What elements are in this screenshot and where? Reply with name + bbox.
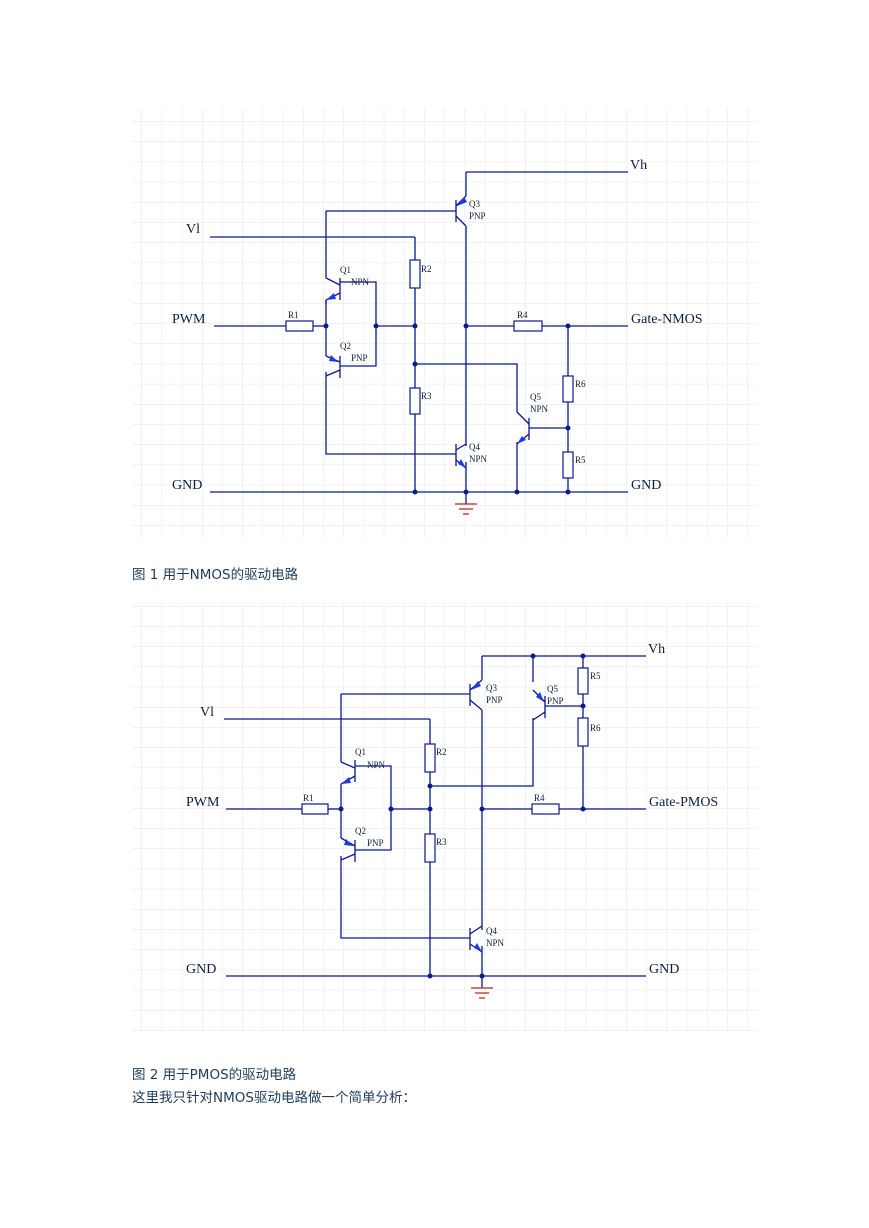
resistor-r2 bbox=[409, 259, 421, 289]
transistor-q2 bbox=[325, 355, 341, 378]
transistor-q3 bbox=[469, 679, 483, 711]
transistor-label-q5-name: Q5 bbox=[547, 684, 558, 694]
resistor-label-r5: R5 bbox=[575, 455, 586, 465]
resistor-r5 bbox=[577, 667, 589, 695]
resistor-r6 bbox=[562, 375, 574, 403]
transistor-label-q3-type: PNP bbox=[486, 695, 503, 705]
wires bbox=[224, 655, 646, 988]
figure-2-caption: 图 2 用于PMOS的驱动电路 bbox=[132, 1067, 297, 1083]
net-label-gnd-left: GND bbox=[172, 478, 202, 493]
transistor-label-q4-type: NPN bbox=[486, 938, 505, 948]
transistor-q2 bbox=[340, 837, 356, 862]
resistor-label-r1: R1 bbox=[303, 793, 314, 803]
transistor-label-q4-type: NPN bbox=[469, 454, 488, 464]
transistor-label-q1-type: NPN bbox=[367, 760, 386, 770]
resistor-label-r2: R2 bbox=[436, 747, 447, 757]
ground-symbol bbox=[455, 503, 477, 515]
resistor-r4 bbox=[531, 803, 560, 815]
transistor-label-q3-name: Q3 bbox=[469, 199, 480, 209]
transistor-label-q2-type: PNP bbox=[351, 353, 368, 363]
transistor-q5 bbox=[532, 689, 546, 721]
resistor-label-r3: R3 bbox=[436, 837, 447, 847]
figure-1-nmos-driver: Vh Vl PWM Gate-NMOS GND GND R1 R2 R3 R4 … bbox=[132, 108, 758, 538]
net-label-pwm: PWM bbox=[172, 312, 206, 327]
net-label-vl: Vl bbox=[186, 222, 200, 237]
transistor-q1 bbox=[325, 277, 341, 301]
net-label-vl: Vl bbox=[200, 705, 214, 720]
resistor-r1 bbox=[285, 320, 314, 332]
net-label-gnd-right: GND bbox=[649, 962, 679, 977]
transistor-label-q5-name: Q5 bbox=[530, 392, 541, 402]
resistor-label-r1: R1 bbox=[288, 310, 299, 320]
resistor-r1 bbox=[301, 803, 329, 815]
resistor-r3 bbox=[409, 387, 421, 415]
transistor-label-q2-type: PNP bbox=[367, 838, 384, 848]
transistor-label-q2-name: Q2 bbox=[340, 341, 351, 351]
resistor-r6 bbox=[577, 717, 589, 747]
resistor-label-r4: R4 bbox=[534, 793, 545, 803]
body-paragraph: 这里我只针对NMOS驱动电路做一个简单分析： bbox=[132, 1090, 416, 1106]
transistor-label-q1-name: Q1 bbox=[340, 265, 351, 275]
transistor-q5 bbox=[516, 411, 530, 445]
net-label-gnd-right: GND bbox=[631, 478, 661, 493]
transistor-label-q1-type: NPN bbox=[351, 277, 370, 287]
transistor-label-q2-name: Q2 bbox=[355, 826, 366, 836]
figure-2-pmos-driver: Vh Vl PWM Gate-PMOS GND GND R1 R2 R3 R4 … bbox=[132, 603, 758, 1033]
transistor-label-q1-name: Q1 bbox=[355, 747, 366, 757]
junction-dots bbox=[338, 653, 586, 979]
resistor-r3 bbox=[424, 833, 436, 863]
resistor-r5 bbox=[562, 451, 574, 479]
transistor-label-q4-name: Q4 bbox=[469, 442, 480, 452]
resistor-label-r5: R5 bbox=[590, 671, 601, 681]
resistor-label-r4: R4 bbox=[517, 310, 528, 320]
figure-1-caption: 图 1 用于NMOS的驱动电路 bbox=[132, 567, 299, 583]
resistor-label-r3: R3 bbox=[421, 391, 432, 401]
transistor-q4 bbox=[469, 925, 483, 953]
transistor-label-q3-type: PNP bbox=[469, 211, 486, 221]
resistor-label-r2: R2 bbox=[421, 264, 432, 274]
grid-background bbox=[132, 603, 758, 1033]
junction-dots bbox=[323, 323, 571, 495]
transistor-label-q5-type: NPN bbox=[530, 404, 549, 414]
net-label-gnd-left: GND bbox=[186, 962, 216, 977]
transistor-q3 bbox=[455, 195, 467, 227]
resistor-label-r6: R6 bbox=[590, 723, 601, 733]
resistor-label-r6: R6 bbox=[575, 379, 586, 389]
transistor-q1 bbox=[340, 760, 356, 785]
resistor-r2 bbox=[424, 743, 436, 773]
net-label-gate: Gate-NMOS bbox=[631, 312, 703, 327]
resistor-r4 bbox=[513, 320, 543, 332]
transistor-q4 bbox=[455, 443, 467, 469]
transistor-label-q5-type: PNP bbox=[547, 696, 564, 706]
net-label-pwm: PWM bbox=[186, 795, 220, 810]
grid-background bbox=[132, 108, 758, 538]
net-label-gate: Gate-PMOS bbox=[649, 795, 718, 810]
ground-symbol bbox=[471, 987, 493, 999]
transistor-label-q3-name: Q3 bbox=[486, 683, 497, 693]
transistor-label-q4-name: Q4 bbox=[486, 926, 497, 936]
net-label-vh: Vh bbox=[648, 642, 665, 657]
net-label-vh: Vh bbox=[630, 158, 647, 173]
